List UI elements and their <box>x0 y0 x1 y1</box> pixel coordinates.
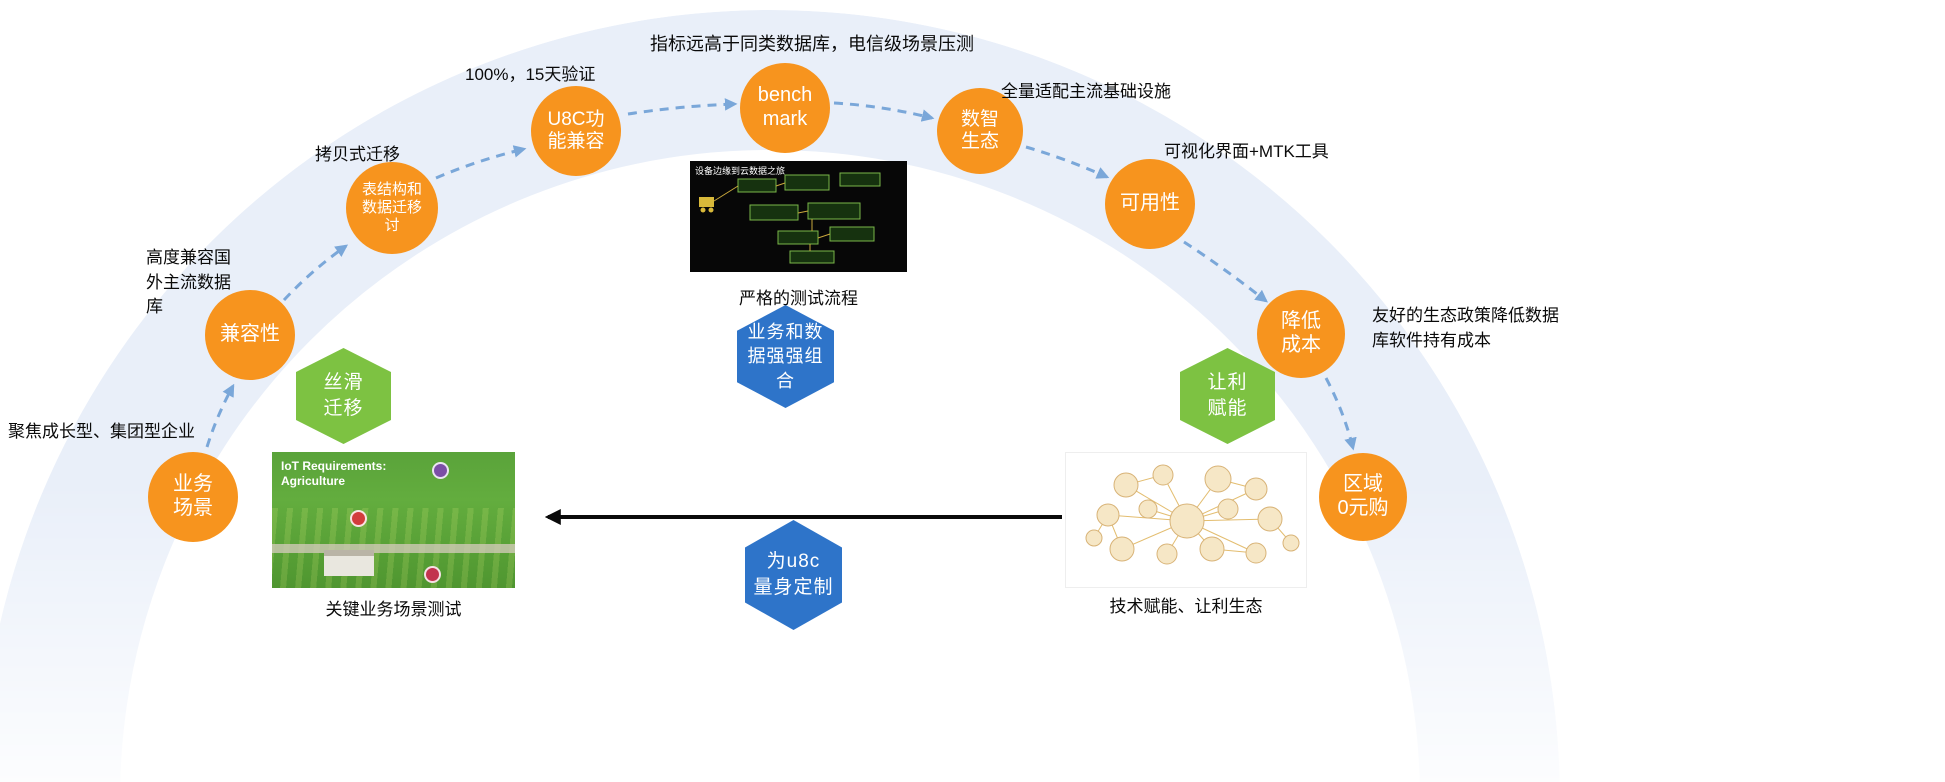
note-infra: 全量适配主流基础设施 <box>1001 82 1171 101</box>
test-flow-image-title: 设备边缘到云数据之旅 <box>695 166 786 176</box>
note-benchmark: 指标远高于同类数据库，电信级场景压测 <box>650 34 974 54</box>
hex-biz-data-combo: 业务和数 据强强组 合 <box>737 305 834 408</box>
iot-image-title: IoT Requirements: Agriculture <box>281 459 387 488</box>
node-availability: 可用性 <box>1105 159 1195 249</box>
test-flow-art <box>699 172 881 264</box>
note-copy-migration: 拷贝式迁移 <box>315 145 400 164</box>
node-business-scene: 业务 场景 <box>148 452 238 542</box>
iot-agriculture-image: IoT Requirements: Agriculture <box>272 452 515 588</box>
caption-strict-test: 严格的测试流程 <box>739 289 858 308</box>
iot-marker-red <box>350 510 367 527</box>
iot-marker-purple <box>432 462 449 479</box>
note-verify: 100%，15天验证 <box>465 65 596 84</box>
test-flow-image: 设备边缘到云数据之旅 <box>690 161 907 272</box>
iot-road <box>272 544 515 553</box>
iot-marker-crimson <box>424 566 441 583</box>
node-compatibility: 兼容性 <box>205 290 295 380</box>
note-ui-tool: 可视化界面+MTK工具 <box>1164 142 1329 161</box>
note-cost: 友好的生态政策降低数据 库软件持有成本 <box>1372 306 1559 350</box>
network-art <box>1085 464 1300 565</box>
hex-smooth-migration: 丝滑 迁移 <box>296 348 391 444</box>
node-u8c-compat: U8C功 能兼容 <box>531 86 621 176</box>
caption-tech-enable: 技术赋能、让利生态 <box>1109 597 1263 616</box>
node-schema-migration: 表结构和 数据迁移 讨 <box>346 162 438 254</box>
ecosystem-network-image <box>1065 452 1307 588</box>
note-compat: 高度兼容国 外主流数据 库 <box>146 248 231 317</box>
node-lower-cost: 降低 成本 <box>1257 290 1345 378</box>
node-digital-eco: 数智 生态 <box>937 88 1023 174</box>
iot-building <box>324 550 374 576</box>
caption-key-biz-test: 关键业务场景测试 <box>325 600 462 619</box>
node-region-zero: 区域 0元购 <box>1319 453 1407 541</box>
hex-benefit-enable: 让利 赋能 <box>1180 348 1275 444</box>
node-benchmark: bench mark <box>740 63 830 153</box>
note-focus: 聚焦成长型、集团型企业 <box>8 422 195 441</box>
